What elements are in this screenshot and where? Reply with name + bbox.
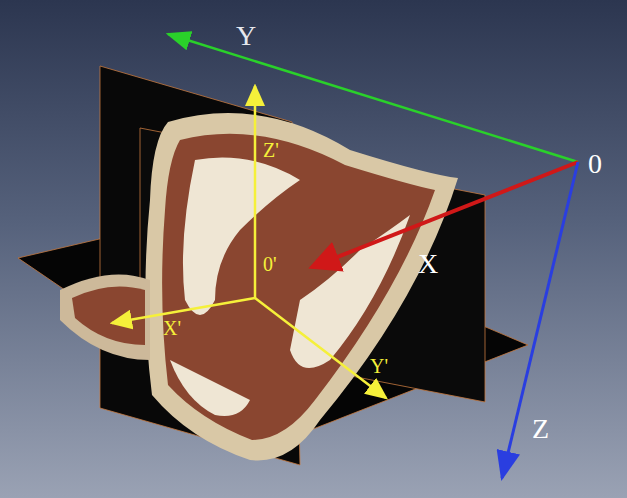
y-axis	[168, 34, 578, 162]
head-section	[60, 274, 150, 360]
head-section	[145, 113, 458, 460]
origin-label: 0'	[263, 254, 277, 274]
axis-label: Y'	[370, 356, 388, 376]
x-axis	[312, 162, 578, 267]
white-matter	[290, 215, 410, 368]
axis-label: X	[418, 250, 438, 278]
local-z-axis	[254, 86, 257, 298]
local-y-axis	[255, 298, 386, 398]
axis-label: X'	[163, 318, 181, 338]
origin-label: 0	[588, 150, 602, 178]
cortex	[72, 286, 145, 345]
white-matter	[183, 158, 300, 316]
axis-label: Y	[236, 22, 256, 50]
z-axis	[502, 162, 578, 478]
cortex	[162, 134, 435, 440]
local-x-axis	[112, 298, 255, 323]
white-matter	[170, 360, 250, 416]
axis-label: Z	[532, 415, 549, 443]
axis-label: Z'	[263, 140, 279, 160]
